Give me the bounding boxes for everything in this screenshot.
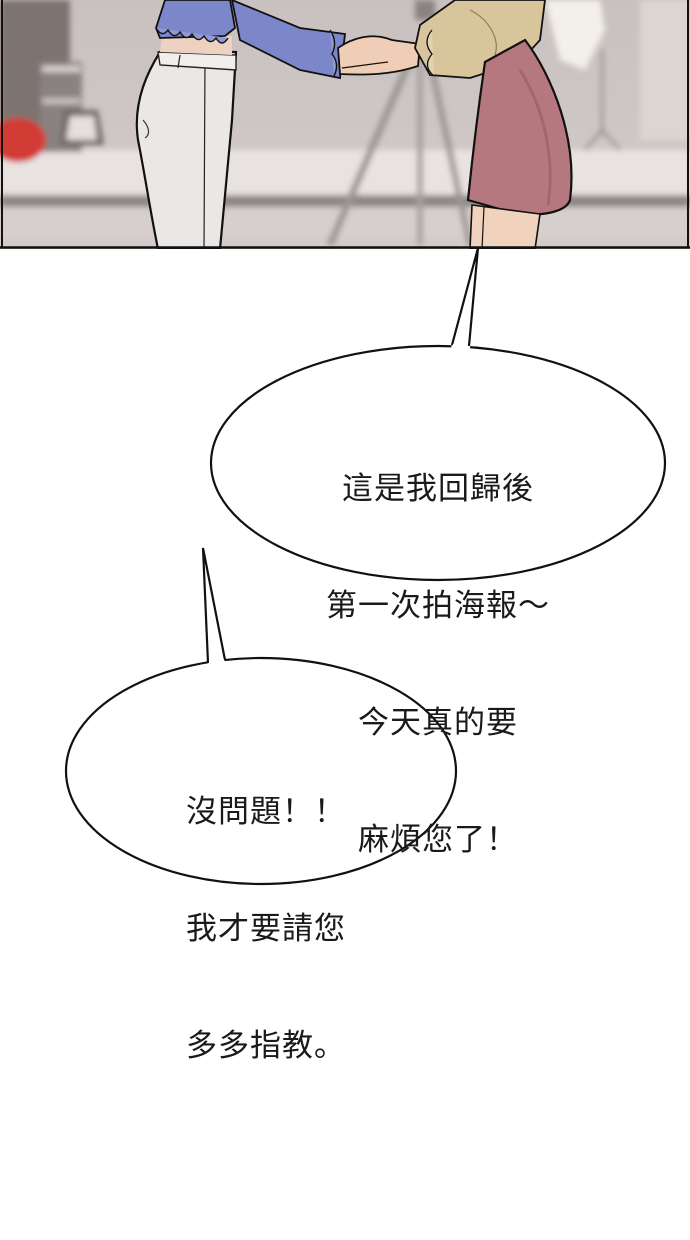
speech-bubble-1-text: 這是我回歸後 第一次拍海報～ 今天真的要 麻煩您了！ [290, 392, 586, 899]
dialogue-line: 這是我回歸後 [342, 471, 534, 507]
studio-scene-illustration [0, 0, 690, 249]
dialogue-line: 第一次拍海報～ [326, 588, 550, 624]
dialogue-line: 今天真的要 [358, 705, 518, 741]
dialogue-line: 多多指教。 [186, 1028, 346, 1064]
comic-panel-illustration [0, 0, 690, 249]
dialogue-line: 麻煩您了！ [358, 822, 518, 858]
dialogue-line: 我才要請您 [186, 911, 346, 947]
dialogue-line: 沒問題！！ [186, 794, 346, 830]
speech-bubble-2-text: 沒問題！！ 我才要請您 多多指教。 [148, 715, 384, 1105]
